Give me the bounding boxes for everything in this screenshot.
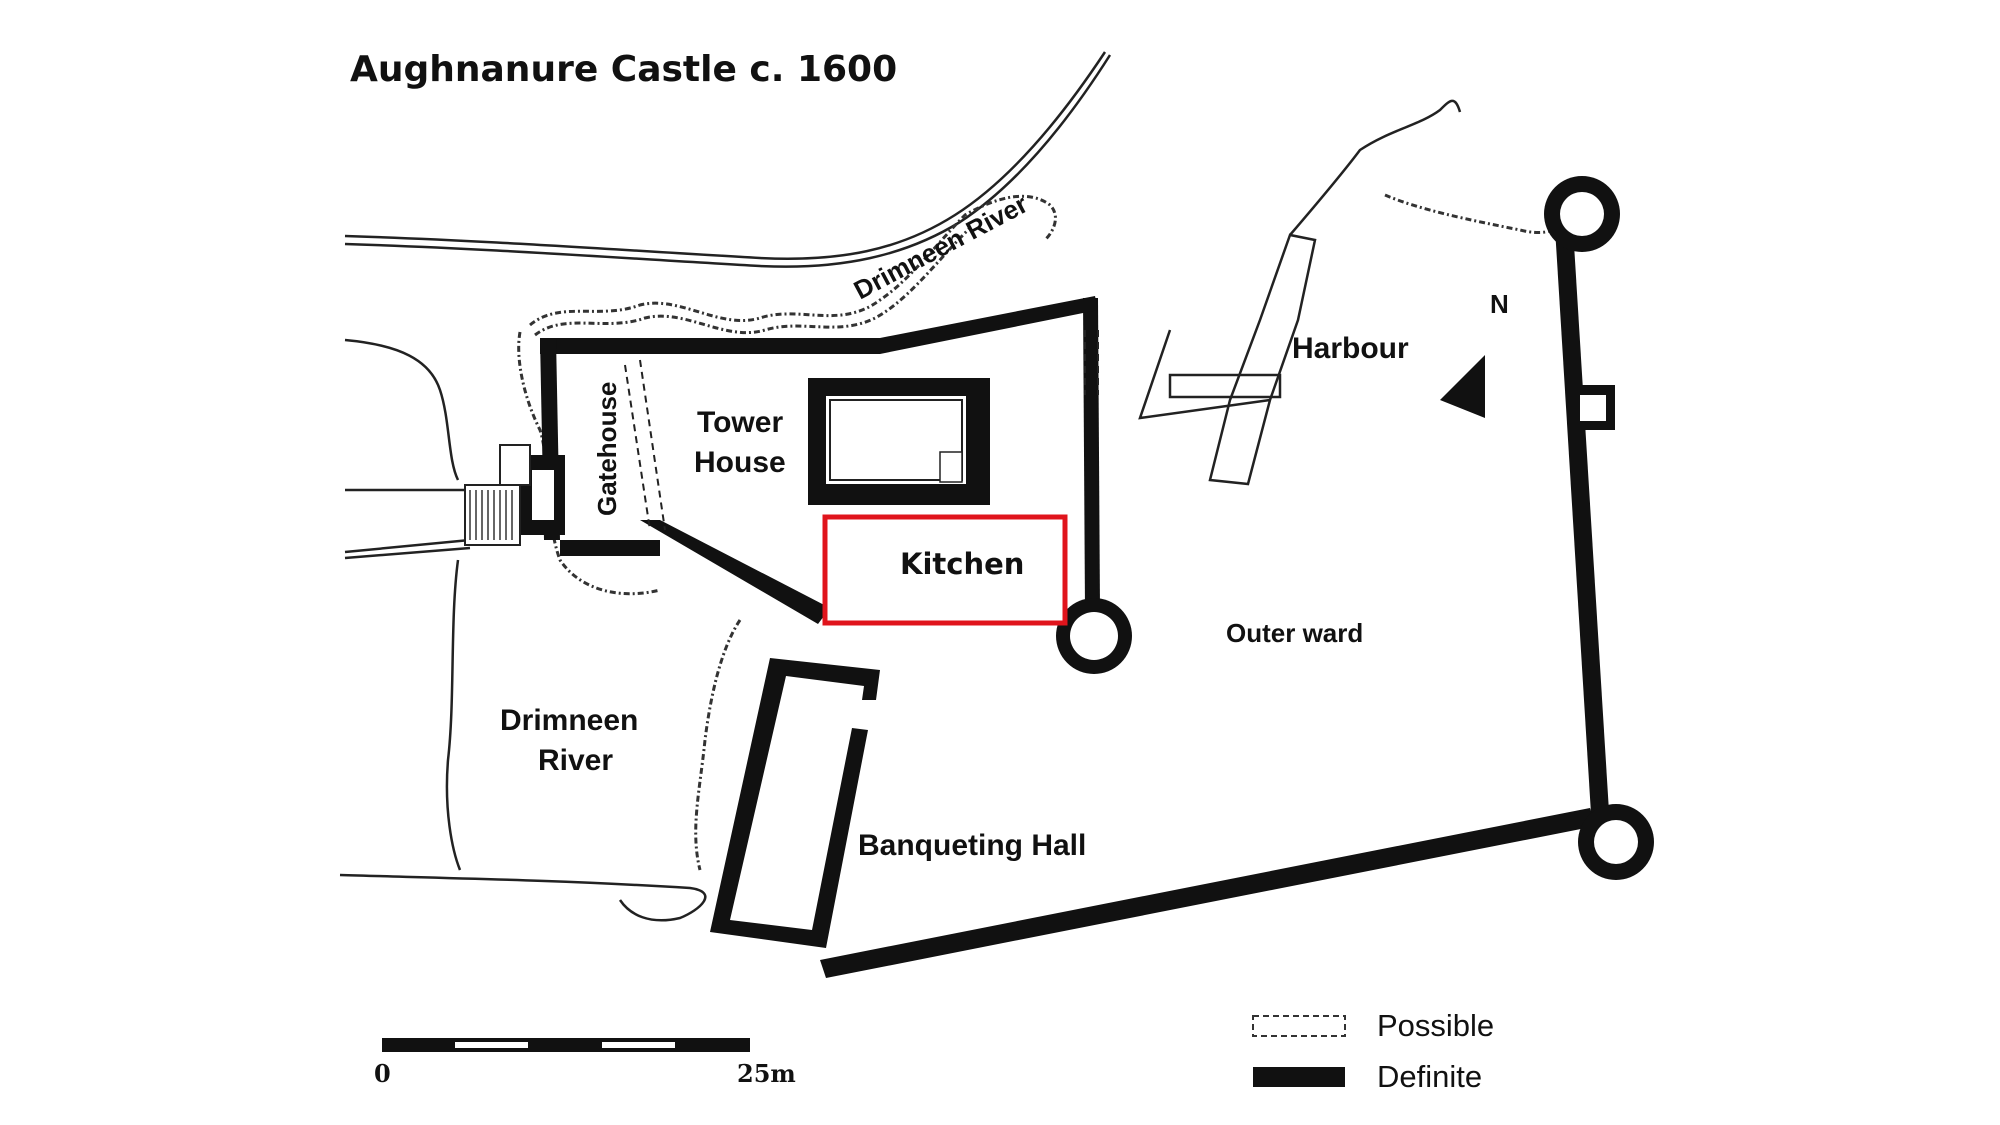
scale-bar	[382, 1038, 750, 1052]
castle-walls	[520, 228, 1615, 978]
round-towers	[1056, 176, 1654, 880]
river-bank-left	[339, 331, 742, 922]
river-bank-top	[344, 51, 1112, 337]
tower-house	[808, 378, 990, 505]
label-river-left-1: Drimneen	[500, 704, 638, 737]
legend-swatch-possible	[1252, 1015, 1346, 1037]
label-harbour: Harbour	[1292, 332, 1409, 365]
label-tower-house-1: Tower	[697, 406, 783, 439]
causeway	[464, 444, 531, 546]
legend: Possible Definite	[1252, 1008, 1494, 1094]
scale-end-label: 25m	[737, 1059, 796, 1088]
north-label: N	[1490, 289, 1509, 319]
kitchen-highlight-box	[822, 514, 1068, 626]
north-arrow-icon	[1440, 355, 1485, 418]
label-banqueting-hall: Banqueting Hall	[858, 829, 1086, 862]
map-title: Aughnanure Castle c. 1600	[350, 49, 897, 90]
label-gatehouse: Gatehouse	[592, 382, 622, 516]
label-outer-ward: Outer ward	[1226, 618, 1363, 648]
possible-walls	[624, 330, 1099, 531]
scale-start-label: 0	[374, 1059, 391, 1088]
legend-swatch-definite	[1253, 1067, 1345, 1087]
legend-label-possible: Possible	[1377, 1008, 1494, 1043]
label-kitchen: Kitchen	[900, 547, 1024, 581]
label-tower-house-2: House	[694, 446, 786, 479]
label-river-top: Drimneen River	[849, 189, 1033, 306]
label-river-left-2: River	[538, 744, 613, 777]
legend-label-definite: Definite	[1377, 1059, 1482, 1094]
